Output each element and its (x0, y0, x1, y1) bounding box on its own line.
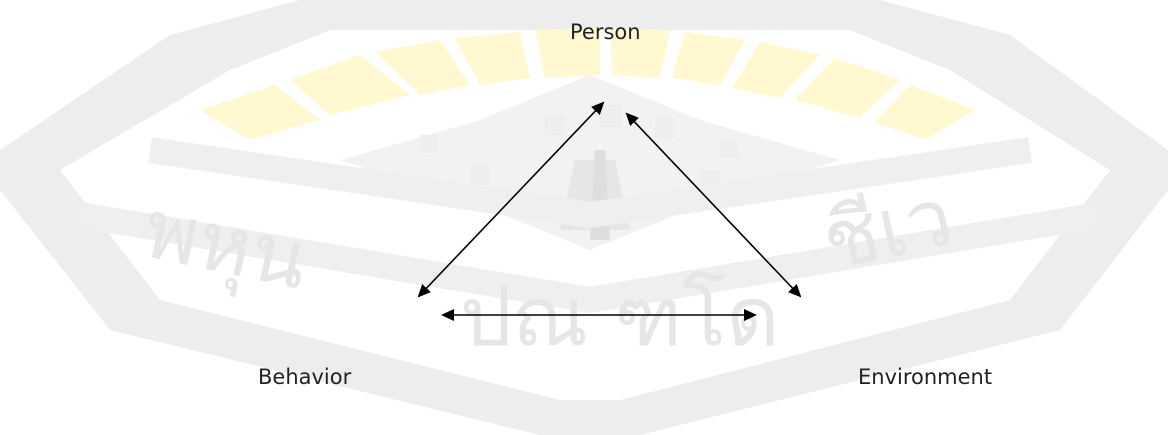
watermark-yellow-rays (200, 28, 975, 140)
arrow-person-environment (625, 112, 802, 298)
arrow-person-behavior (417, 101, 605, 298)
node-behavior-label: Behavior (258, 365, 352, 389)
node-environment-label: Environment (858, 365, 993, 389)
node-person-label: Person (570, 20, 641, 44)
